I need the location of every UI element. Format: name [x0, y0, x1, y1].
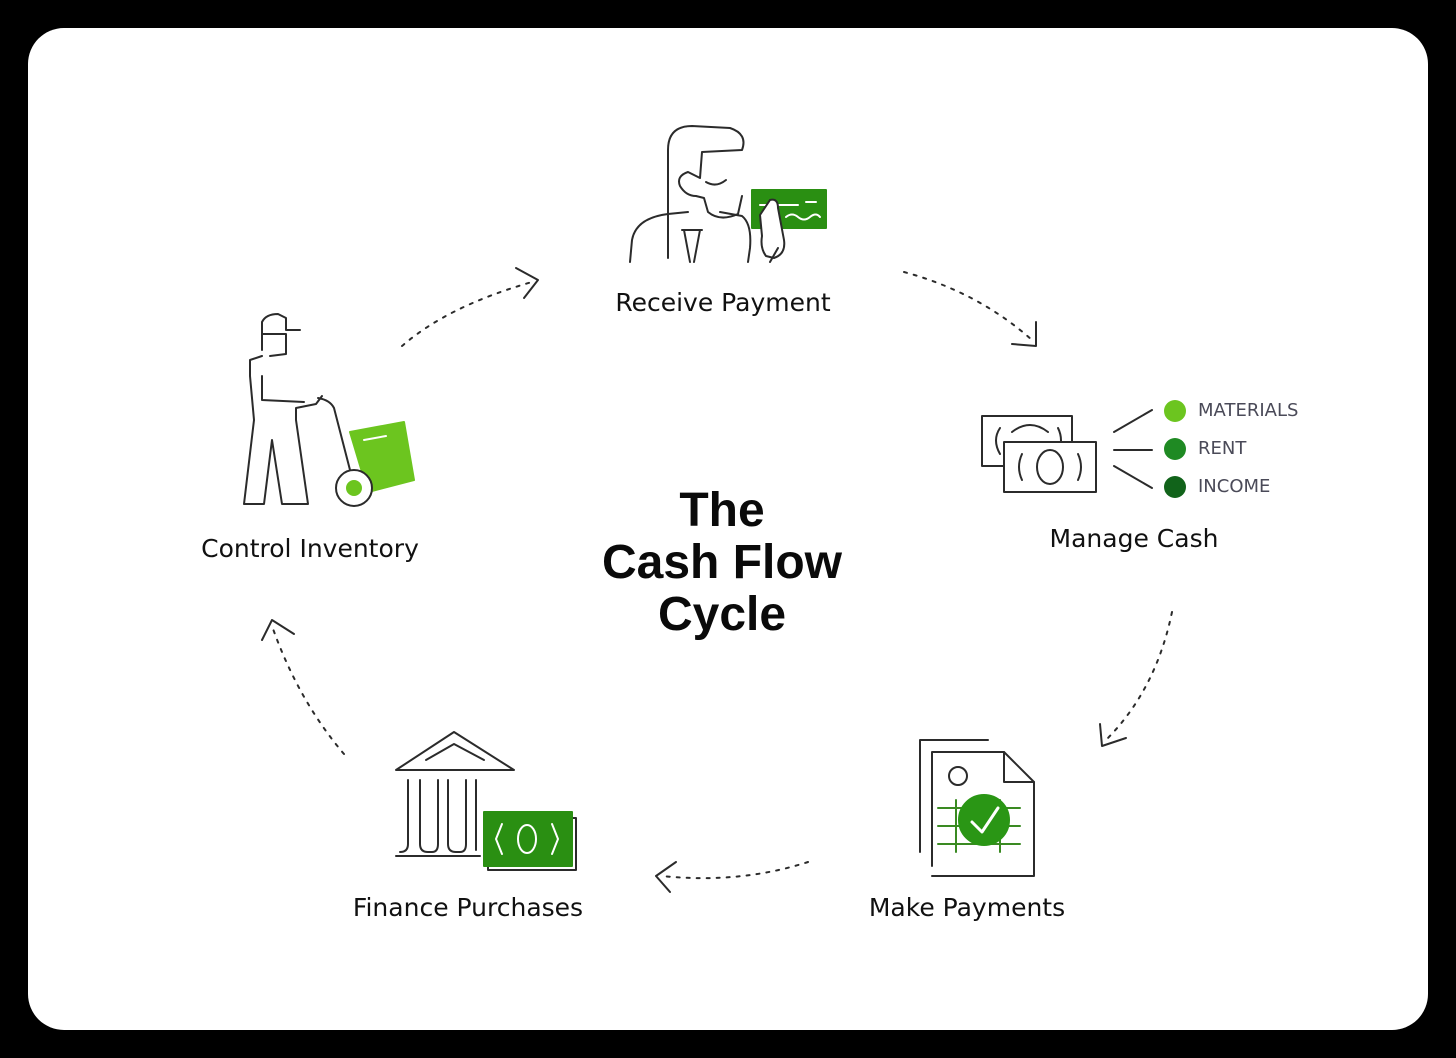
legend-label: INCOME [1198, 476, 1271, 497]
legend-dot-icon [1164, 400, 1186, 422]
arrowhead-manage-icon [1011, 321, 1037, 347]
arrow-finance-to-inventory [271, 625, 345, 755]
cycle-arrows [271, 271, 1173, 880]
diagram-card [28, 28, 1428, 1030]
arrow-manage-to-make [1105, 611, 1173, 741]
title-line-1: The [679, 484, 765, 537]
diagram-title: The Cash Flow Cycle [562, 485, 882, 641]
legend-label: MATERIALS [1198, 400, 1299, 421]
title-line-3: Cycle [657, 588, 787, 641]
legend-label: RENT [1198, 438, 1247, 459]
step-label-manage-cash: Manage Cash [1049, 524, 1219, 553]
arrow-receive-to-manage [903, 271, 1033, 341]
arrowhead-finance-icon [655, 861, 677, 893]
legend-dot-icon [1164, 476, 1186, 498]
person-with-card-icon [629, 125, 827, 263]
step-label-receive-payment: Receive Payment [615, 288, 831, 317]
legend-dot-icon [1164, 438, 1186, 460]
invoice-check-icon [919, 739, 1035, 877]
worker-hand-truck-icon [243, 313, 415, 507]
cash-bills-icon [981, 409, 1153, 493]
step-label-make-payments: Make Payments [868, 893, 1066, 922]
arrowhead-receive-icon [515, 267, 539, 299]
step-label-control-inventory: Control Inventory [201, 534, 419, 563]
bank-with-money-icon [395, 731, 577, 871]
arrowhead-inventory-icon [261, 619, 295, 641]
arrowheads [261, 267, 1127, 893]
arrowhead-make-icon [1099, 723, 1127, 747]
arrow-inventory-to-receive [401, 281, 533, 347]
title-line-2: Cash Flow [601, 536, 843, 589]
arrow-make-to-finance [661, 861, 809, 880]
step-label-finance-purchases: Finance Purchases [352, 893, 584, 922]
